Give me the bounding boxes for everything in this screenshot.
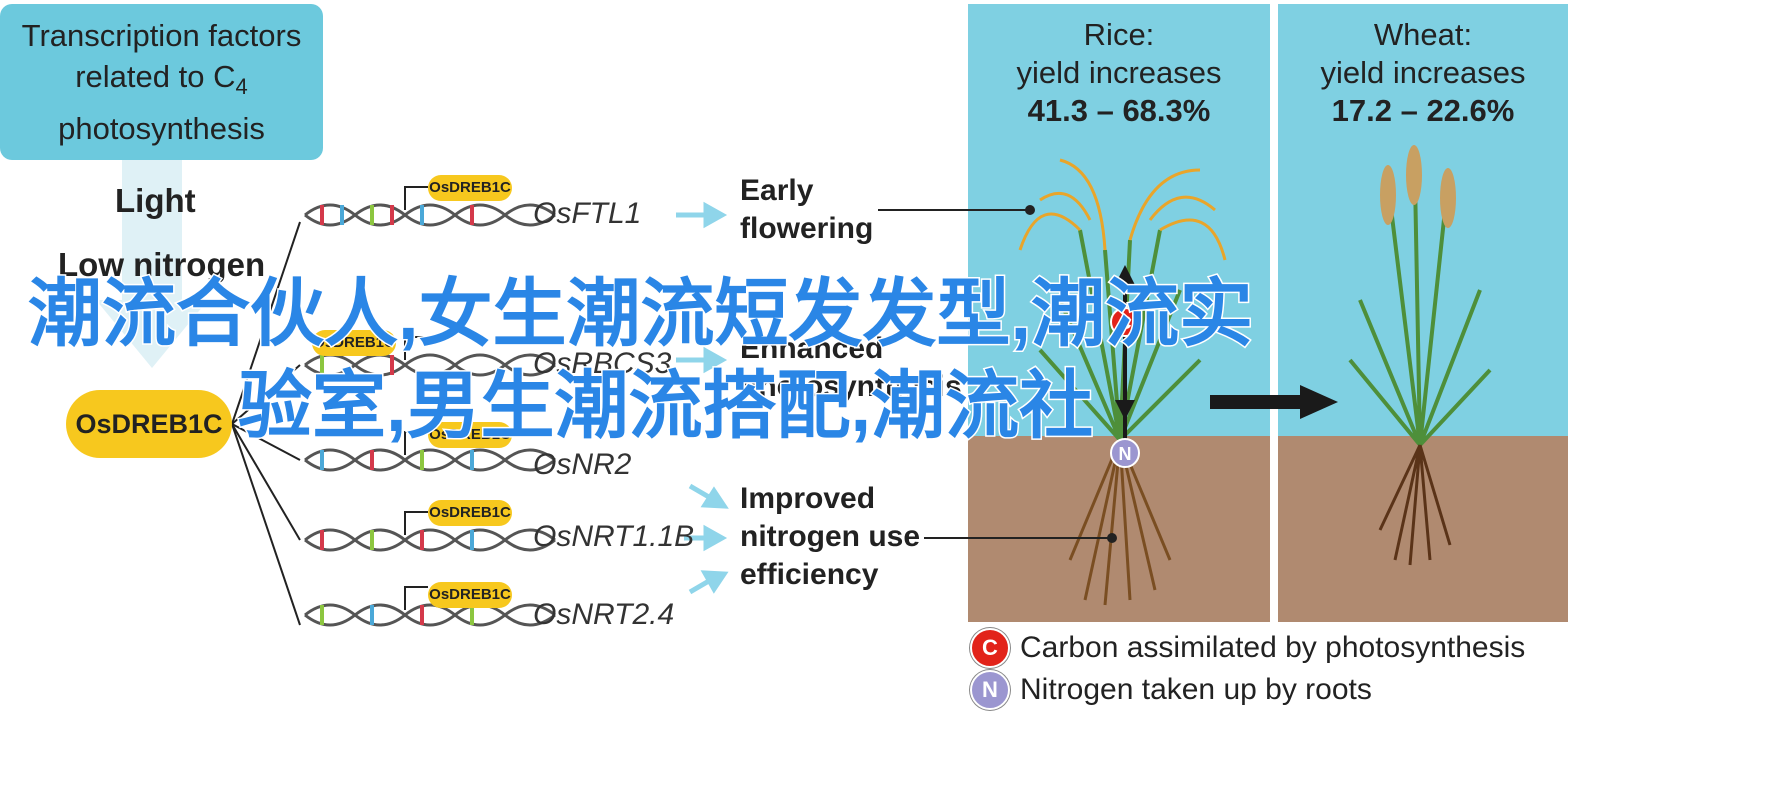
- effect-arrows: [676, 201, 729, 595]
- legend-carbon-text: Carbon assimilated by photosynthesis: [1020, 631, 1526, 664]
- gene-pill: OsDREB1C: [312, 330, 396, 356]
- rice-header: Rice: yield increases 41.3 – 68.3%: [968, 16, 1270, 130]
- gene-pill: OsDREB1C: [428, 582, 512, 608]
- watermark-line-2: 验室,男生潮流搭配,潮流社: [236, 363, 1094, 449]
- effect-early-flowering: Early flowering: [740, 172, 873, 248]
- gene-pill: OsDREB1C: [428, 422, 512, 448]
- effect-line: efficiency: [740, 558, 879, 591]
- wheat-crop: Wheat:: [1373, 17, 1473, 52]
- effect-line: flowering: [740, 212, 874, 245]
- crop-transfer-arrow-head: [1300, 385, 1338, 419]
- rice-up-arrow: [1115, 265, 1135, 285]
- hub-lines: [231, 221, 301, 626]
- gene-name-osnr2: OsNR2: [533, 448, 632, 481]
- rice-nitrogen-marker: [1110, 438, 1140, 468]
- condition-low-nitrogen: Low nitrogen: [58, 246, 266, 283]
- effect-line: Enhanced: [740, 332, 884, 365]
- leader-dot-nitrogen: [1107, 533, 1117, 543]
- rice-yield-label: yield increases: [1016, 55, 1222, 90]
- wheat-sky: [1278, 4, 1568, 436]
- rice-sky: [968, 4, 1270, 436]
- gene-name-osftl1: OsFTL1: [533, 197, 642, 230]
- rice-down-arrow: [1115, 400, 1135, 420]
- title-line-1: Transcription factors: [21, 18, 302, 54]
- title-line-2-main: related to C: [75, 59, 236, 95]
- svg-text:N: N: [1119, 444, 1132, 464]
- leader-lines: [878, 209, 1112, 539]
- title-box: Transcription factors related to C4 phot…: [0, 4, 323, 160]
- wheat-yield-range: 17.2 – 22.6%: [1331, 93, 1515, 128]
- dna-helices: [304, 203, 556, 627]
- gene-name-osnrt24: OsNRT2.4: [533, 598, 675, 631]
- promoter-arrows: [404, 186, 428, 610]
- title-subscript: 4: [235, 74, 248, 100]
- hub-osdreb1c: OsDREB1C: [66, 390, 232, 458]
- watermark-line-1: 潮流合伙人,女生潮流短发发型,潮流实: [26, 271, 1254, 357]
- title-line-3: photosynthesis: [58, 110, 265, 146]
- effect-enhanced-photosynthesis: Enhanced photosynthesis: [740, 330, 962, 406]
- legend-nitrogen: N Nitrogen taken up by roots: [970, 670, 1372, 710]
- rice-crop: Rice:: [1083, 17, 1155, 52]
- condition-light: Light: [115, 182, 196, 219]
- effect-improved-nue: Improved nitrogen use efficiency: [740, 480, 920, 594]
- gene-pill: OsDREB1C: [428, 175, 512, 201]
- svg-text:C: C: [1119, 313, 1132, 333]
- effect-line: photosynthesis: [740, 370, 962, 403]
- wheat-plant: [1348, 179, 1492, 447]
- rice-roots: [1068, 439, 1172, 606]
- rice-panicles: [1018, 158, 1227, 261]
- gene-name-osrbcs3: OsRBCS3: [533, 347, 672, 380]
- rice-carbon-marker: [1110, 307, 1140, 337]
- gene-name-osnrt11b: OsNRT1.1B: [533, 520, 695, 553]
- nitrogen-icon: N: [970, 670, 1010, 710]
- legend-carbon: C Carbon assimilated by photosynthesis: [970, 628, 1525, 668]
- wheat-heads: [1380, 145, 1456, 228]
- effect-line: Improved: [740, 482, 876, 515]
- light-arrow-head: [96, 300, 208, 368]
- wheat-yield-label: yield increases: [1320, 55, 1526, 90]
- leader-dot-flowering: [1025, 205, 1035, 215]
- rice-yield-range: 41.3 – 68.3%: [1027, 93, 1211, 128]
- effect-line: nitrogen use: [740, 520, 921, 553]
- dna-rungs: [320, 205, 474, 625]
- effect-line: Early: [740, 174, 814, 207]
- wheat-roots: [1378, 444, 1452, 566]
- legend-nitrogen-text: Nitrogen taken up by roots: [1020, 673, 1372, 706]
- carbon-icon: C: [970, 628, 1010, 668]
- gene-pill: OsDREB1C: [428, 500, 512, 526]
- title-line-2: related to C4: [0, 56, 323, 107]
- light-arrow-shaft: [122, 160, 182, 310]
- wheat-header: Wheat: yield increases 17.2 – 22.6%: [1278, 16, 1568, 130]
